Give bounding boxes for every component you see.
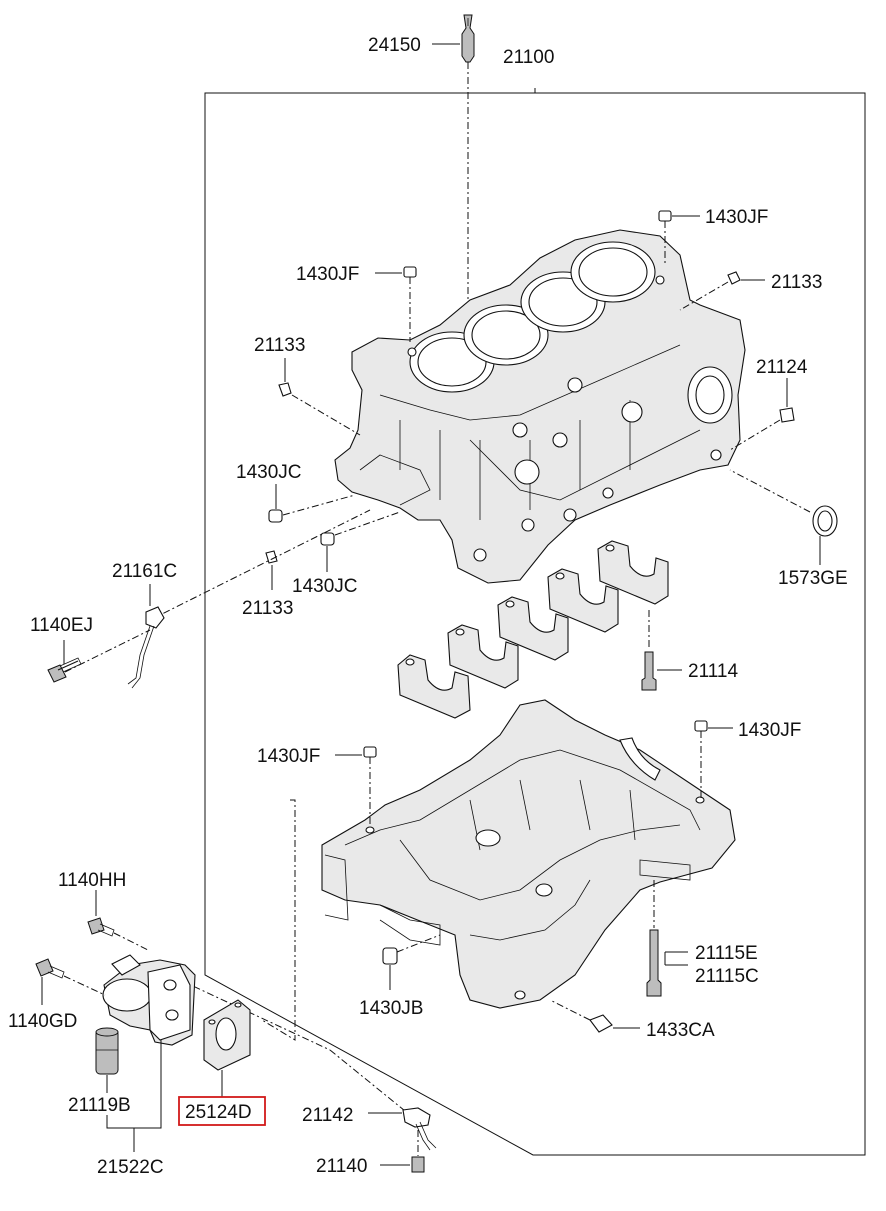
label-1430jf-right[interactable]: 1430JF: [738, 720, 801, 741]
label-1430jf-lower[interactable]: 1430JF: [257, 746, 320, 767]
label-21522c[interactable]: 21522C: [97, 1157, 164, 1178]
label-1140ej[interactable]: 1140EJ: [30, 615, 93, 636]
label-1430jc-left[interactable]: 1430JC: [236, 462, 302, 483]
label-21119b[interactable]: 21119B: [68, 1095, 131, 1116]
label-1140gd[interactable]: 1140GD: [8, 1011, 77, 1032]
cylinder-block: [334, 229, 746, 584]
oil-filter-housing: [35, 890, 196, 1152]
label-1433ca[interactable]: 1433CA: [646, 1020, 715, 1041]
filter-leader-lines: [179, 799, 411, 1116]
label-21161c[interactable]: 21161C: [112, 561, 177, 582]
label-21133-left[interactable]: 21133: [254, 335, 305, 356]
label-21115c[interactable]: 21115C: [695, 966, 759, 987]
label-25124d[interactable]: 25124D: [185, 1102, 252, 1123]
part-labels: 24150 21100 1430JF 1430JF 21133 21133 21…: [8, 35, 848, 1178]
block-fasteners: [265, 210, 838, 590]
lower-crankcase: [321, 699, 736, 1033]
assembly-frame: [204, 88, 866, 1156]
highlight-box: [178, 1096, 266, 1126]
gasket-part: [203, 999, 251, 1097]
label-21114[interactable]: 21114: [688, 661, 738, 682]
label-21100[interactable]: 21100: [503, 47, 554, 68]
label-21115e[interactable]: 21115E: [695, 943, 758, 964]
bearing-caps: [397, 540, 682, 719]
label-1573ge[interactable]: 1573GE: [778, 568, 848, 589]
label-1430jf-left[interactable]: 1430JF: [296, 264, 359, 285]
oil-jet-part: [47, 509, 371, 689]
label-1430jb[interactable]: 1430JB: [359, 998, 423, 1019]
label-21124[interactable]: 21124: [756, 357, 808, 378]
label-1430jc-lower[interactable]: 1430JC: [292, 576, 358, 597]
label-21133-right[interactable]: 21133: [771, 272, 822, 293]
label-24150[interactable]: 24150: [368, 35, 421, 56]
label-21142[interactable]: 21142: [302, 1105, 353, 1126]
sensor-part: [368, 1107, 437, 1173]
label-1140hh[interactable]: 1140HH: [58, 870, 126, 891]
label-21140[interactable]: 21140: [316, 1156, 367, 1177]
label-21133-lower[interactable]: 21133: [242, 598, 293, 619]
label-1430jf-top[interactable]: 1430JF: [705, 207, 768, 228]
